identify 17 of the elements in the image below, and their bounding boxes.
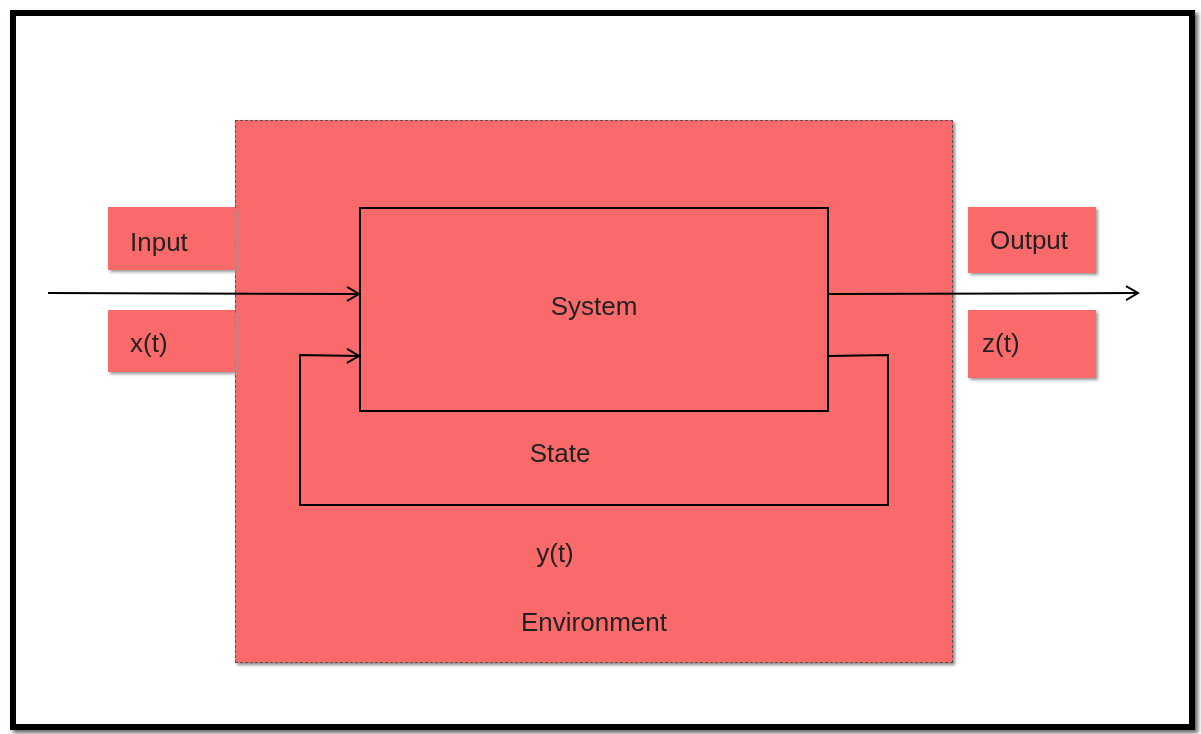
- node-label: Output: [990, 224, 1069, 257]
- signal-box: [968, 207, 1096, 273]
- node-label: z(t): [982, 327, 1020, 360]
- node-label: Input: [130, 226, 188, 259]
- arrow: [299, 347, 889, 506]
- signal-box: [108, 207, 235, 270]
- arrow: [47, 285, 360, 302]
- system-box: [359, 207, 829, 412]
- environment-box: [235, 120, 953, 663]
- signal-box: [108, 310, 235, 372]
- signal-box: [968, 310, 1096, 378]
- loop-label: y(t): [535, 537, 575, 570]
- node-label: x(t): [130, 327, 168, 360]
- arrow: [828, 285, 1139, 302]
- node-label: System: [549, 290, 639, 323]
- node-label: Environment: [520, 606, 668, 639]
- loop-label: State: [528, 437, 592, 470]
